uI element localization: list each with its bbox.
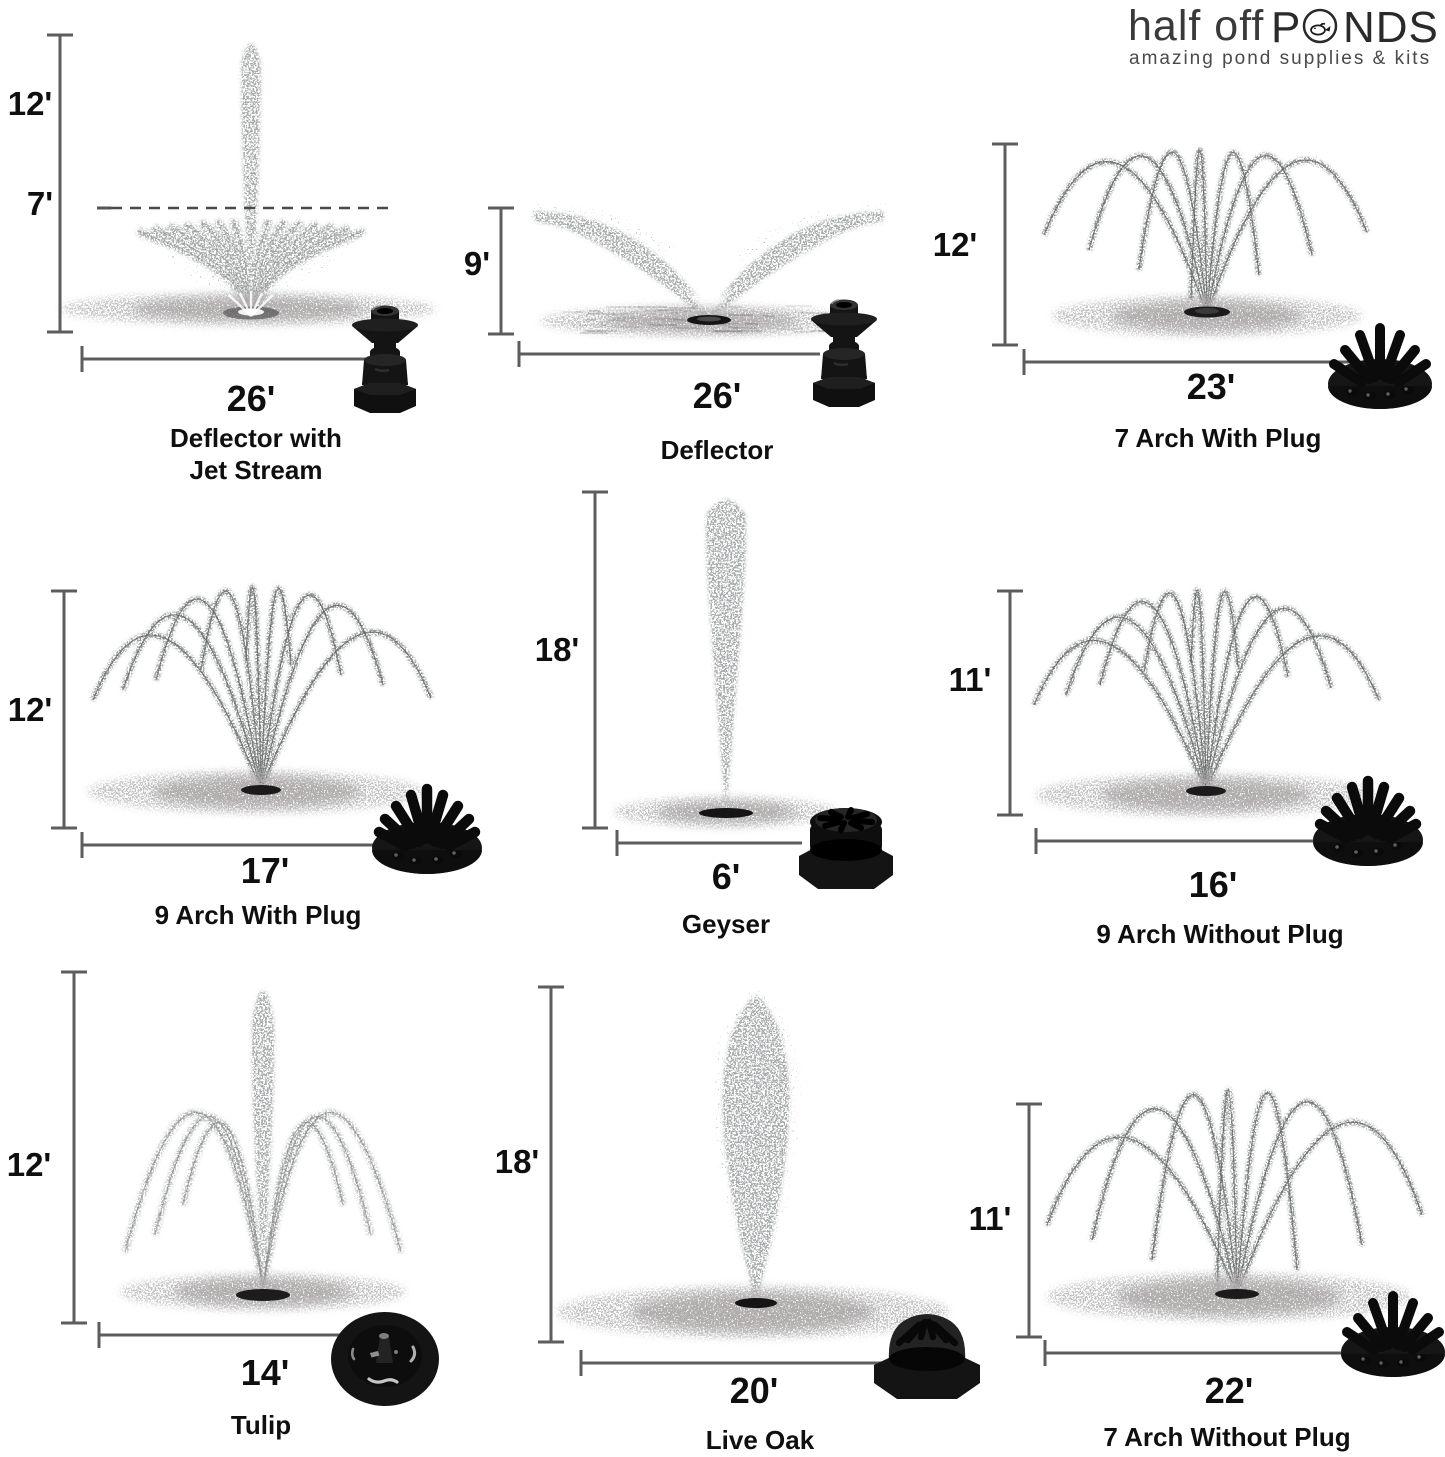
svg-text:Live Oak: Live Oak <box>706 1425 815 1452</box>
svg-text:7 Arch Without Plug: 7 Arch Without Plug <box>1103 1422 1350 1452</box>
svg-text:17': 17' <box>241 850 290 891</box>
svg-text:6': 6' <box>712 856 741 897</box>
svg-text:half off: half off <box>1128 2 1264 50</box>
svg-text:12': 12' <box>933 226 978 263</box>
svg-text:11': 11' <box>949 661 992 698</box>
svg-text:amazing pond supplies & kits: amazing pond supplies & kits <box>1129 48 1431 69</box>
svg-text:Deflector with: Deflector with <box>170 423 342 453</box>
svg-text:9 Arch Without Plug: 9 Arch Without Plug <box>1096 919 1343 949</box>
svg-text:26': 26' <box>693 375 742 416</box>
svg-text:12': 12' <box>7 1146 52 1183</box>
svg-text:9 Arch With Plug: 9 Arch With Plug <box>155 900 362 930</box>
svg-text:12': 12' <box>8 691 53 728</box>
svg-text:Jet Stream: Jet Stream <box>190 455 323 485</box>
svg-text:9': 9' <box>464 245 490 282</box>
svg-text:11': 11' <box>969 1200 1012 1237</box>
svg-text:Geyser: Geyser <box>682 909 770 939</box>
svg-text:23': 23' <box>1187 366 1236 407</box>
svg-text:14': 14' <box>241 1352 290 1393</box>
svg-text:26': 26' <box>227 378 276 419</box>
svg-text:NDS: NDS <box>1343 3 1439 52</box>
svg-text:Deflector: Deflector <box>661 435 774 465</box>
svg-text:P: P <box>1271 3 1300 52</box>
svg-text:20': 20' <box>730 1370 779 1411</box>
svg-text:22': 22' <box>1205 1370 1254 1411</box>
svg-text:18': 18' <box>495 1143 540 1180</box>
svg-text:7 Arch With Plug: 7 Arch With Plug <box>1115 423 1322 453</box>
svg-text:7': 7' <box>27 185 53 222</box>
svg-text:16': 16' <box>1189 864 1238 905</box>
svg-text:Tulip: Tulip <box>231 1410 291 1440</box>
svg-text:18': 18' <box>535 631 580 668</box>
svg-text:12': 12' <box>8 85 53 122</box>
